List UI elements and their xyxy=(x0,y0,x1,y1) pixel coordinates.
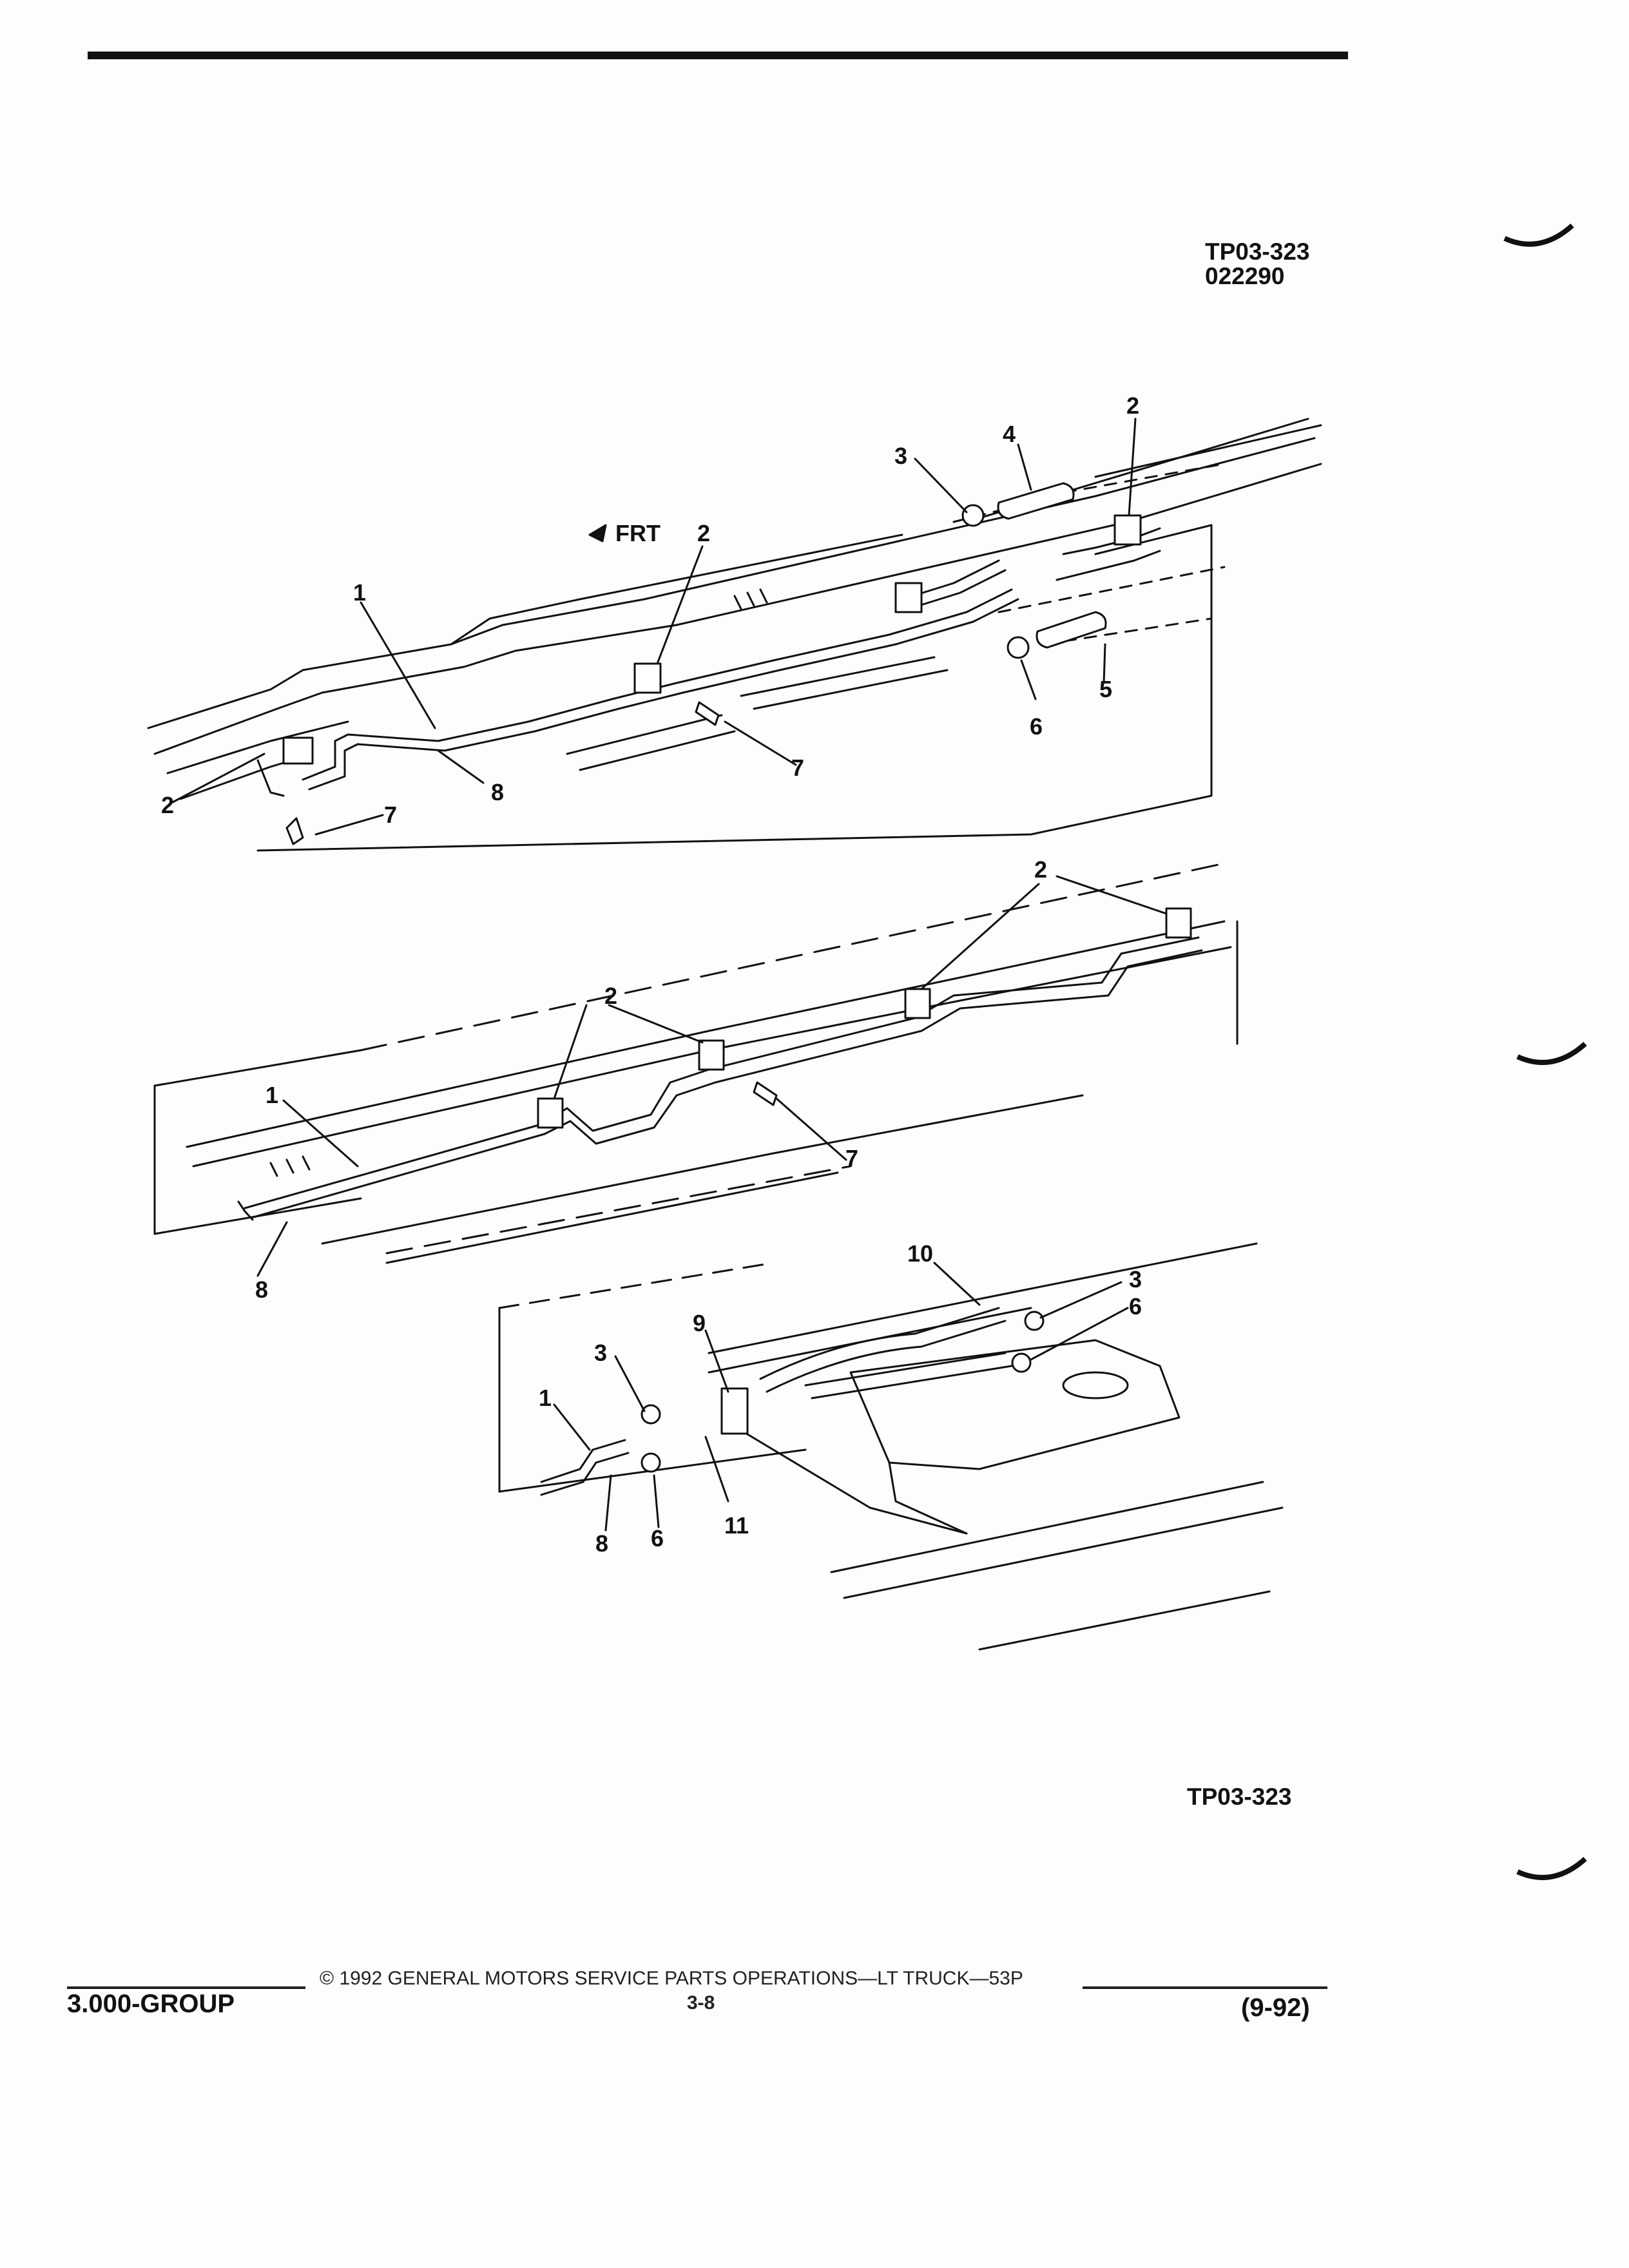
callout-10: 10 xyxy=(907,1240,933,1267)
front-direction-label: FRT xyxy=(615,520,660,546)
callout-7-middle: 7 xyxy=(845,1145,858,1171)
callout-7-upper-right: 7 xyxy=(791,754,804,781)
callout-11: 11 xyxy=(724,1512,749,1539)
date-code: 022290 xyxy=(1205,263,1285,289)
callout-6-upper: 6 xyxy=(1030,713,1043,740)
callout-3-lower-left: 3 xyxy=(594,1340,607,1366)
callout-7-upper-left: 7 xyxy=(384,802,397,828)
callout-8-upper: 8 xyxy=(491,779,504,805)
callout-6-lower-left: 6 xyxy=(651,1525,664,1552)
callout-1-upper: 1 xyxy=(353,579,366,606)
page-edge-mark xyxy=(1516,1857,1587,1880)
figure-caption: TP03-323 xyxy=(1187,1783,1292,1810)
callout-2-middle-left: 2 xyxy=(604,983,617,1009)
top-rule xyxy=(88,52,1348,59)
front-arrow-icon xyxy=(588,524,607,543)
footer-rule-right xyxy=(1083,1986,1327,1989)
callout-1-middle: 1 xyxy=(265,1082,278,1108)
page-edge-mark xyxy=(1516,1042,1587,1065)
upper-view xyxy=(147,418,1322,852)
callout-6-lower-right: 6 xyxy=(1129,1293,1142,1320)
callout-3-upper: 3 xyxy=(894,443,907,469)
lower-view xyxy=(498,1242,1284,1651)
callout-8-lower: 8 xyxy=(595,1530,608,1557)
callout-2-upper-left: 2 xyxy=(161,792,174,818)
page-edge-mark xyxy=(1503,224,1574,247)
callout-9: 9 xyxy=(693,1310,706,1336)
page-number: 3-8 xyxy=(687,1992,715,2013)
callout-1-lower: 1 xyxy=(539,1385,552,1411)
middle-view xyxy=(153,862,1239,1277)
revision-code: (9-92) xyxy=(1241,1994,1310,2022)
footer-rule-left xyxy=(67,1986,305,1989)
callout-2-upper-mid: 2 xyxy=(697,520,710,546)
figure-code: TP03-323 xyxy=(1205,238,1310,265)
callout-2-middle-right: 2 xyxy=(1034,856,1047,883)
callout-5: 5 xyxy=(1099,676,1112,702)
callout-3-lower-right: 3 xyxy=(1129,1266,1142,1293)
copyright-line: © 1992 GENERAL MOTORS SERVICE PARTS OPER… xyxy=(320,1968,1023,1989)
callout-4: 4 xyxy=(1003,421,1016,447)
callout-8-middle: 8 xyxy=(255,1276,268,1303)
callout-2-upper-right: 2 xyxy=(1126,392,1139,419)
group-label: 3.000-GROUP xyxy=(67,1990,235,2018)
